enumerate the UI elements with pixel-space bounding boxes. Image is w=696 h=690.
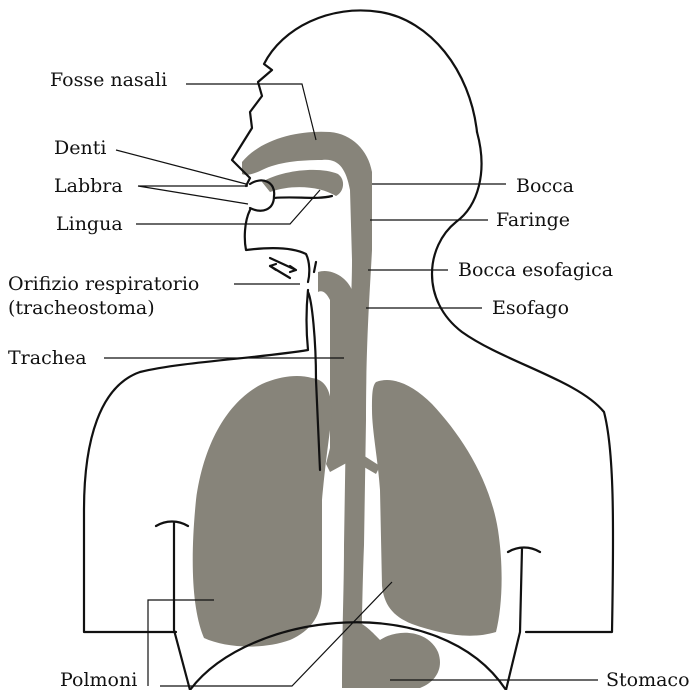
leader-lingua — [136, 190, 320, 224]
label-bocca-esofagica: Bocca esofagica — [458, 259, 613, 281]
label-fosse-nasali: Fosse nasali — [50, 69, 167, 91]
left-arm-inner — [156, 522, 190, 690]
label-trachea: Trachea — [8, 347, 87, 369]
label-lingua: Lingua — [56, 213, 123, 235]
organs — [193, 132, 502, 688]
airflow-arrow-icon — [270, 258, 296, 278]
lips-outline — [250, 180, 274, 210]
label-orifizio-respiratorio: Orifizio respiratorio — [8, 273, 199, 295]
label-stomaco: Stomaco — [606, 669, 690, 690]
label-esofago: Esofago — [492, 297, 569, 319]
right-arm-inner — [506, 548, 540, 690]
label-tracheostoma: (tracheostoma) — [8, 297, 155, 319]
stomach — [343, 620, 440, 688]
label-denti: Denti — [54, 137, 106, 159]
leader-labbra — [138, 186, 248, 204]
label-labbra: Labbra — [54, 175, 123, 197]
label-bocca: Bocca — [516, 175, 574, 197]
right-lung — [372, 380, 502, 636]
left-lung — [193, 376, 332, 647]
label-polmoni: Polmoni — [60, 669, 137, 690]
leader-denti — [116, 150, 246, 184]
tongue-outline — [274, 196, 332, 198]
label-faringe: Faringe — [496, 209, 570, 231]
